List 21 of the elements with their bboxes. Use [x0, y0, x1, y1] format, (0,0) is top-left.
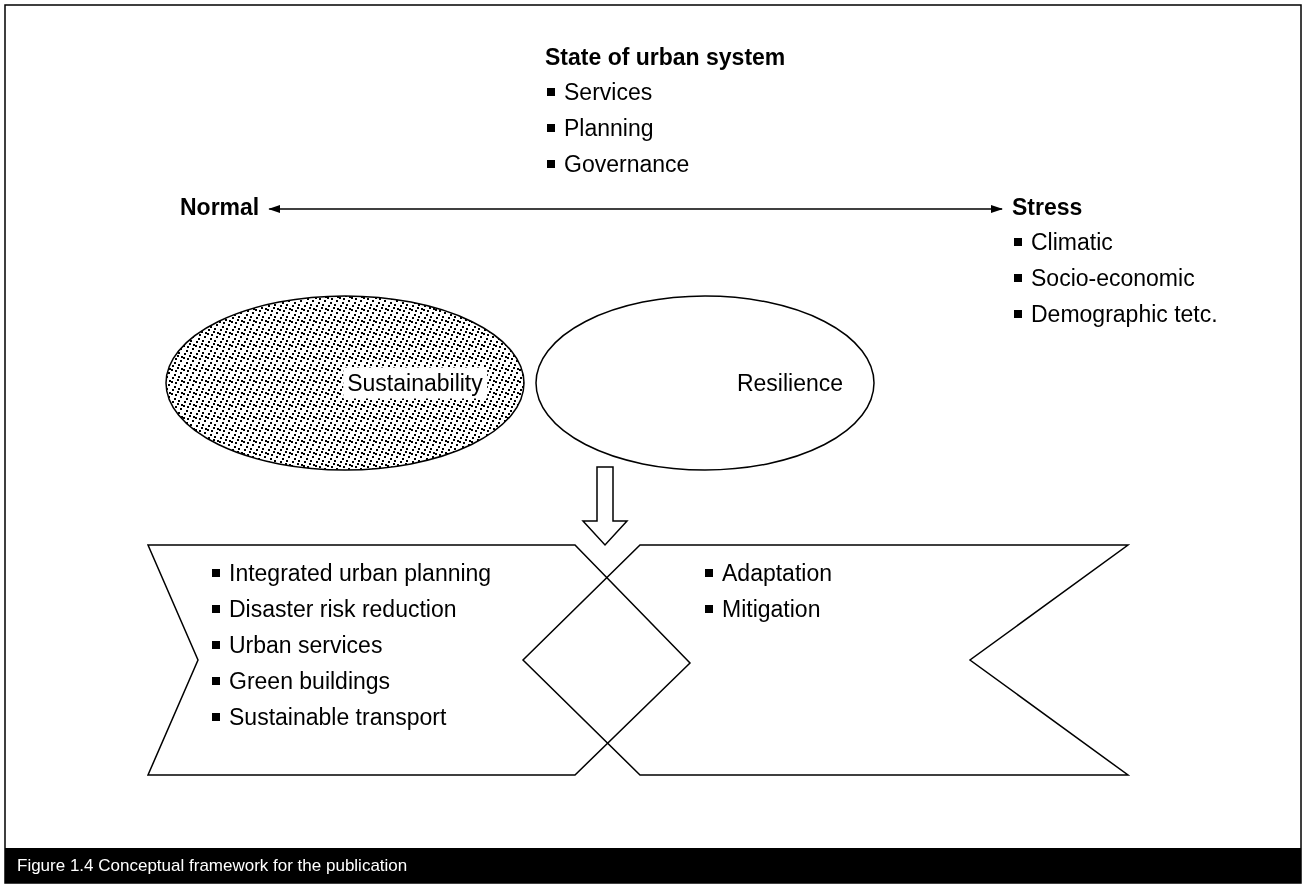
list-item: Disaster risk reduction — [210, 591, 492, 627]
heading: Stress — [1012, 193, 1083, 222]
ellipse-label: Sustainability — [343, 367, 487, 399]
list-item: Planning — [545, 110, 786, 146]
list-item: Services — [545, 74, 786, 110]
list-item: Demographic tetc. — [1012, 296, 1218, 332]
list-item: Socio-economic — [1012, 260, 1218, 296]
list-item: Green buildings — [210, 663, 492, 699]
caption: Figure 1.4 Conceptual framework for the publication — [5, 848, 1301, 883]
list-item: Adaptation — [703, 555, 832, 591]
list-item: Climatic — [1012, 224, 1218, 260]
ellipse-label: Resilience — [735, 368, 845, 398]
heading: State of urban system — [545, 43, 786, 72]
list-item: Sustainable transport — [210, 699, 492, 735]
list-item: Integrated urban planning — [210, 555, 492, 591]
list-item: Urban services — [210, 627, 492, 663]
double-arrow — [268, 205, 1003, 213]
list-item: Mitigation — [703, 591, 832, 627]
list-item: Governance — [545, 146, 786, 182]
heading: Normal — [180, 190, 260, 224]
block-arrow — [581, 466, 629, 547]
